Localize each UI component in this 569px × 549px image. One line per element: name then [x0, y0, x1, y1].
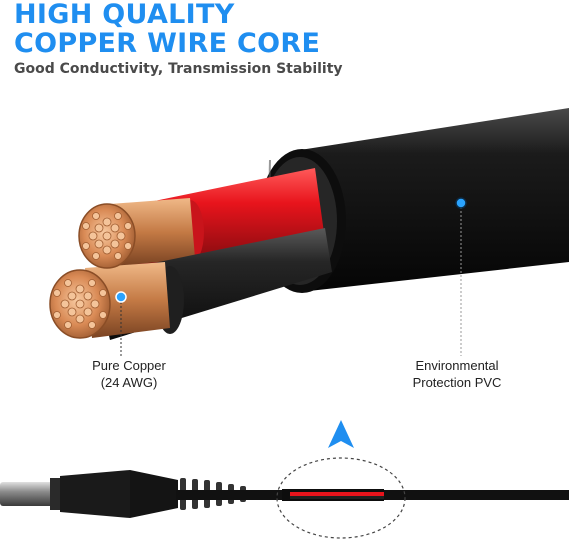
headline-line-1: HIGH QUALITY — [14, 0, 235, 30]
label-pure-copper: Pure Copper (24 AWG) — [64, 357, 194, 391]
label-pure-copper-line-1: Pure Copper — [92, 358, 166, 373]
headline: HIGH QUALITY COPPER WIRE CORE — [14, 0, 320, 58]
label-pvc-line-2: Protection PVC — [412, 375, 502, 390]
copper-strands-lower — [49, 269, 111, 339]
label-pure-copper-line-2: (24 AWG) — [100, 375, 158, 390]
dc-plug-cable — [0, 470, 569, 518]
label-environmental-pvc: Environmental Protection PVC — [392, 357, 522, 391]
callout-copper — [115, 291, 127, 356]
highlight-ellipse — [276, 457, 406, 539]
subtitle: Good Conductivity, Transmission Stabilit… — [14, 61, 343, 77]
headline-line-2: COPPER WIRE CORE — [14, 28, 321, 59]
callout-pvc — [455, 197, 467, 356]
label-pvc-line-1: Environmental — [415, 358, 499, 373]
up-arrow-icon — [328, 420, 354, 448]
copper-strands-upper — [78, 203, 136, 269]
black-wire — [85, 228, 332, 340]
callout-dot-icon — [455, 197, 467, 209]
callout-dot-icon — [115, 291, 127, 303]
